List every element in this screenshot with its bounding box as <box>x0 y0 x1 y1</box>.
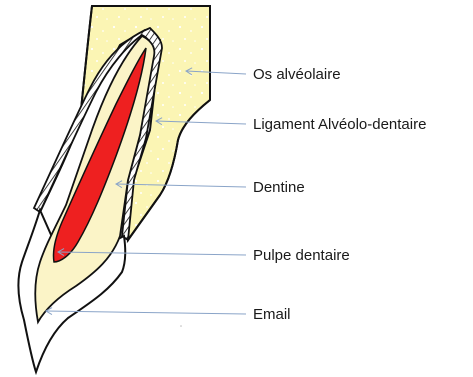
label-pulp: Pulpe dentaire <box>253 247 350 264</box>
label-bone: Os alvéolaire <box>253 66 341 83</box>
stray-mark <box>180 325 182 327</box>
label-enamel: Email <box>253 306 291 323</box>
label-dentine: Dentine <box>253 179 305 196</box>
label-ligament: Ligament Alvéolo-dentaire <box>253 116 426 133</box>
